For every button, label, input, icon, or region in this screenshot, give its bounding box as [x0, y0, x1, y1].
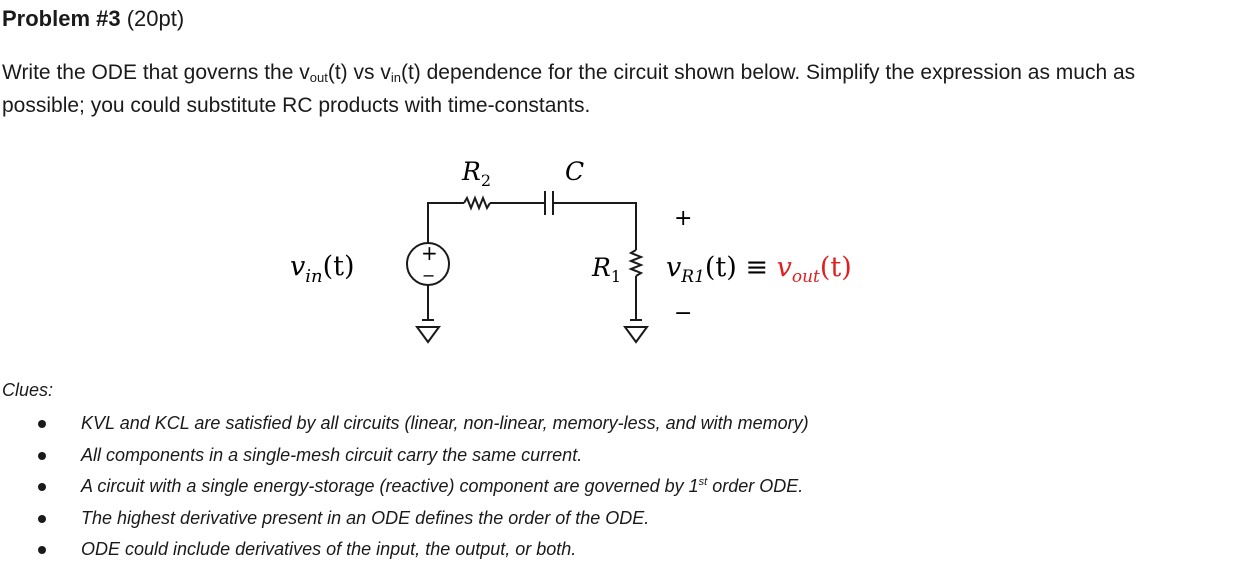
wire-cap-r1 — [553, 202, 637, 250]
clues-list: KVL and KCL are satisfied by all circuit… — [0, 408, 809, 566]
bullet-icon — [38, 483, 46, 491]
statement-sub-out: out — [309, 70, 328, 85]
out-minus: − — [674, 301, 692, 326]
r1-label: R1 — [591, 253, 621, 286]
clue-text-tail: order ODE. — [707, 476, 804, 496]
r2-label: R2 — [461, 157, 491, 190]
vr1-label: vR1(t) ≡ vout(t) — [666, 252, 852, 287]
bullet-icon — [38, 514, 46, 523]
ground-right — [623, 326, 649, 344]
list-item: The highest derivative present in an ODE… — [0, 503, 809, 535]
source-plus: + — [421, 241, 438, 265]
clue-text: The highest derivative present in an ODE… — [81, 507, 650, 528]
clue-text: A circuit with a single energy-storage (… — [81, 476, 699, 496]
clues-label: Clues: — [2, 380, 54, 400]
bullet-icon — [38, 420, 46, 428]
vout-label: v — [777, 252, 792, 283]
out-plus: + — [674, 206, 692, 231]
resistor-r1 — [628, 249, 644, 277]
clue-superscript: st — [698, 476, 708, 488]
problem-statement: Write the ODE that governs the vout(t) v… — [2, 56, 1222, 122]
capacitor-c — [544, 191, 554, 215]
c-label: C — [565, 157, 584, 186]
vin-label: vin(t) — [290, 251, 355, 287]
list-item: ODE could include derivatives of the inp… — [0, 534, 809, 566]
list-item: KVL and KCL are satisfied by all circuit… — [0, 408, 809, 440]
bullet-icon — [38, 546, 46, 554]
statement-text-3: (t) dependence for the circuit shown bel… — [2, 61, 1136, 117]
resistor-r2 — [463, 195, 491, 211]
clue-text: KVL and KCL are satisfied by all circuit… — [81, 413, 809, 433]
statement-text-1: Write the ODE that governs the v — [2, 61, 310, 84]
problem-points: (20pt) — [120, 6, 185, 31]
bullet-icon — [38, 451, 46, 460]
wire-source-top — [427, 202, 464, 243]
source-minus: − — [422, 266, 435, 285]
problem-title: Problem #3 (20pt) — [2, 4, 184, 34]
statement-sub-in: in — [390, 70, 401, 85]
circuit-diagram: + − R2 C vin(t) R1 + − vR1(t) ≡ vout(t) — [290, 157, 852, 344]
clue-text: ODE could include derivatives of the inp… — [81, 539, 577, 559]
clue-text: All components in a single-mesh circuit … — [81, 444, 583, 465]
statement-text-2: (t) vs v — [327, 61, 391, 84]
list-item: A circuit with a single energy-storage (… — [0, 471, 809, 503]
problem-number: Problem #3 — [2, 6, 121, 31]
ground-left — [415, 326, 441, 344]
list-item: All components in a single-mesh circuit … — [0, 440, 809, 472]
